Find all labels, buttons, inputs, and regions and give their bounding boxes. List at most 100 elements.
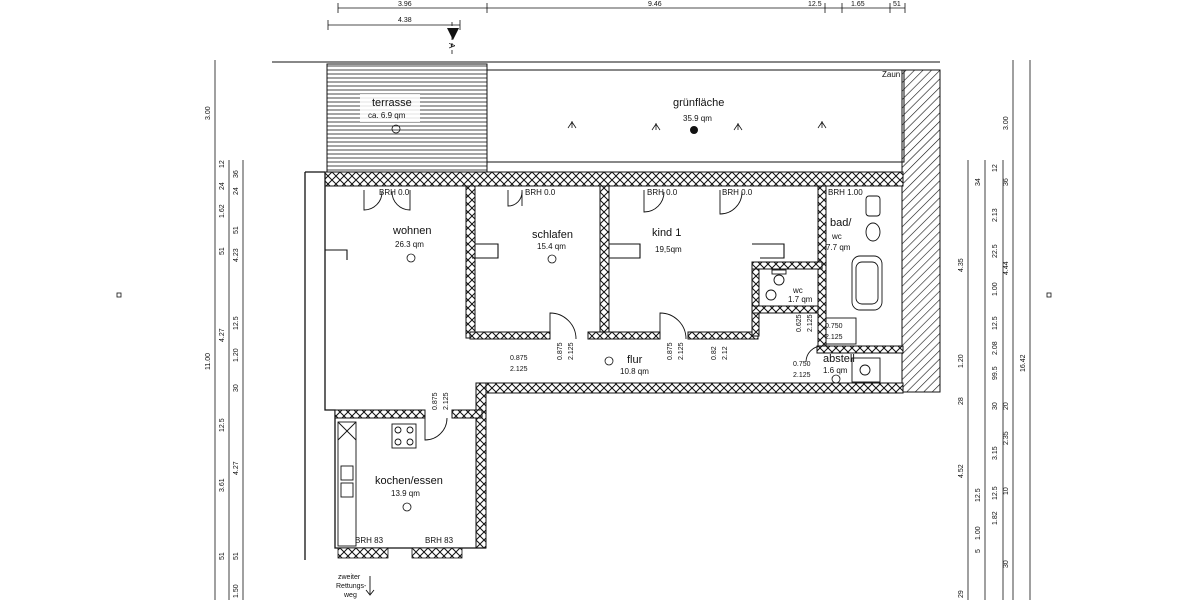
- abstell-name: abstell: [823, 353, 855, 365]
- kochen-area: 13.9 qm: [391, 489, 420, 498]
- door-dim-3b: 2.125: [678, 342, 685, 360]
- right-dim-36: 36: [1003, 178, 1010, 186]
- terrasse-label-bg: [360, 94, 420, 122]
- right-dim-120: 1.20: [958, 354, 965, 368]
- left-dim-427b: 4.27: [233, 461, 240, 475]
- right-dim-100b: 1.00: [975, 526, 982, 540]
- left-dim-51d: 51: [233, 226, 240, 234]
- escape-arrow-icon: [365, 576, 375, 596]
- door-dim-1a: 0.875: [510, 355, 528, 362]
- door-dim-3a: 0.875: [667, 342, 674, 360]
- left-dim-300: 3.00: [205, 106, 212, 120]
- right-dim-30b: 30: [1003, 560, 1010, 568]
- left-dim-125a: 12.5: [233, 316, 240, 330]
- top-dim-438: 4.38: [398, 17, 412, 24]
- right-dim-452: 4.52: [958, 464, 965, 478]
- left-dim-150: 1.50: [233, 584, 240, 598]
- right-dim-444: 4.44: [1003, 261, 1010, 275]
- right-dim-1642: 16.42: [1020, 354, 1027, 372]
- schlafen-area: 15.4 qm: [537, 242, 566, 251]
- kochen-floor-icon: [402, 502, 412, 512]
- right-dim-34: 34: [975, 178, 982, 186]
- gruenflaeche-floor-icon: [690, 126, 698, 134]
- brh-kind-a: BRH 0.0: [647, 188, 678, 197]
- schlafen-name: schlafen: [532, 229, 573, 241]
- top-dim-396: 3.96: [398, 1, 412, 8]
- terrasse-floor-icon: [391, 124, 401, 134]
- door-dim-2a: 0.875: [557, 342, 564, 360]
- left-dim-423: 4.23: [233, 248, 240, 262]
- neighbour-wall-hatch: [901, 69, 941, 393]
- left-dim-30: 30: [233, 384, 240, 392]
- left-dim-12: 12: [219, 160, 226, 168]
- door-dim-6b: 2.125: [807, 314, 814, 332]
- door-dim-4b: 2.125: [443, 392, 450, 410]
- brh-kochen-a: BRH 83: [355, 536, 384, 545]
- bathroom-fixtures: [765, 195, 883, 383]
- flur-floor-icon: [604, 356, 614, 366]
- door-dim-1b: 2.125: [510, 366, 528, 373]
- top-dim-946: 9.46: [648, 1, 662, 8]
- left-dim-51c: 51: [233, 552, 240, 560]
- interior-walls: [334, 185, 904, 419]
- right-dim-300: 3.00: [1003, 116, 1010, 130]
- left-dim-51b: 51: [219, 552, 226, 560]
- left-dim-1100: 11.00: [205, 353, 212, 370]
- right-dim-182: 1.82: [992, 511, 999, 525]
- brh-wohnen: BRH 0.0: [379, 188, 410, 197]
- right-dim-30a: 30: [992, 402, 999, 410]
- right-dimension-texts: 3.00 16.42 34 12 2.13 22.5 1.00 12.5 2.0…: [958, 116, 1027, 598]
- door-dim-7b: 2.125: [825, 334, 843, 341]
- wohnen-name: wohnen: [392, 225, 432, 237]
- right-dim-125a: 12.5: [992, 316, 999, 330]
- door-dim-7a: 0.750: [825, 323, 843, 330]
- fence-label: Zaun: [882, 70, 900, 79]
- door-dim-4a: 0.875: [432, 392, 439, 410]
- right-dim-28: 28: [958, 397, 965, 405]
- left-dim-120: 1.20: [233, 348, 240, 362]
- door-dim-5a: 0.82: [711, 346, 718, 360]
- terrasse-name: terrasse: [372, 97, 412, 109]
- left-dim-162: 1.62: [219, 204, 226, 218]
- top-dim-165: 1.65: [851, 1, 865, 8]
- right-dim-20: 20: [1003, 402, 1010, 410]
- wc-name: wc: [792, 286, 803, 295]
- escape-line-3: weg: [343, 592, 357, 599]
- exterior-walls: [324, 171, 904, 549]
- door-dim-6a: 0.625: [796, 314, 803, 332]
- left-dim-125b: 12.5: [219, 418, 226, 432]
- section-marker-label: A: [447, 43, 456, 49]
- right-dim-10: 10: [1003, 487, 1010, 495]
- door-dim-2b: 2.125: [568, 342, 575, 360]
- right-dim-995: 99.5: [992, 366, 999, 380]
- right-dim-213: 2.13: [992, 208, 999, 222]
- terrasse-area: ca. 6.9 qm: [368, 111, 406, 120]
- top-dimension-lines: [327, 3, 906, 56]
- right-edge-marker: [1046, 292, 1052, 298]
- right-dim-125b: 12.5: [992, 486, 999, 500]
- left-dimension-lines: [214, 60, 244, 600]
- right-dim-235: 2.35: [1003, 431, 1010, 445]
- left-dim-51a: 51: [219, 247, 226, 255]
- gruenflaeche-area: [486, 69, 905, 163]
- wohnen-area: 26.3 qm: [395, 240, 424, 249]
- section-marker-icon: [447, 28, 459, 40]
- escape-line-2: Rettungs-: [336, 583, 367, 590]
- right-dim-225: 22.5: [992, 244, 999, 258]
- right-dim-12: 12: [992, 164, 999, 172]
- door-dim-5b: 2.12: [722, 346, 729, 360]
- kind1-name: kind 1: [652, 227, 681, 239]
- brh-bad: BRH 1.00: [828, 188, 863, 197]
- gruenflaeche-area-value: 35.9 qm: [683, 114, 712, 123]
- kitchen-fixtures: [337, 421, 417, 547]
- right-dim-435: 4.35: [958, 258, 965, 272]
- door-dim-8a: 0.750: [793, 361, 811, 368]
- kochen-name: kochen/essen: [375, 475, 443, 487]
- abstell-area: 1.6 qm: [823, 366, 848, 375]
- brh-kochen-b: BRH 83: [425, 536, 454, 545]
- left-dim-361: 3.61: [219, 478, 226, 492]
- right-dim-125c: 12.5: [975, 488, 982, 502]
- right-dim-5: 5: [975, 549, 982, 553]
- left-dim-427a: 4.27: [219, 328, 226, 342]
- abstell-floor-icon: [831, 374, 841, 384]
